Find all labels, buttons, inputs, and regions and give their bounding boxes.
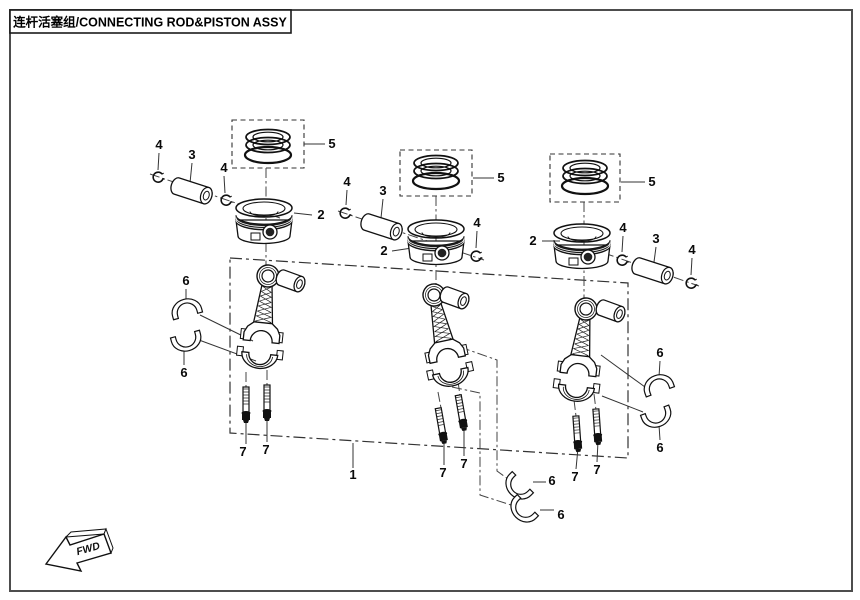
page-title: 连杆活塞组/CONNECTING ROD&PISTON ASSY	[13, 15, 287, 30]
piston-2	[407, 219, 465, 266]
piston-ring-set-1	[243, 128, 293, 165]
piston-ring-set-2	[411, 154, 461, 191]
rod-bolt-4	[453, 393, 470, 433]
rod-bolt-3	[433, 406, 450, 446]
piston-1	[235, 198, 293, 245]
piston-ring-set-3	[560, 159, 610, 196]
rod-bushing-1	[273, 267, 308, 294]
callout-label-4: 4	[220, 160, 228, 175]
callout-label-5: 5	[328, 136, 335, 151]
callout-label-2: 2	[317, 207, 324, 222]
rod-bushing-3	[593, 297, 628, 324]
callout-label-7: 7	[460, 456, 467, 471]
page-border	[9, 9, 853, 592]
rod-bolt-6	[590, 408, 604, 446]
bearing-shell-2	[169, 329, 205, 356]
rod-group-dashed-box	[229, 257, 629, 459]
bearing-shell-4	[639, 404, 676, 432]
callout-label-7: 7	[262, 442, 269, 457]
circlip-5	[616, 254, 630, 266]
title-block: 连杆活塞组/CONNECTING ROD&PISTON ASSY	[9, 9, 292, 34]
callout-label-4: 4	[688, 242, 696, 257]
rod-bushing-2	[437, 284, 472, 311]
callout-label-6: 6	[656, 345, 663, 360]
bearing-shell-1	[168, 294, 204, 321]
callout-label-7: 7	[593, 462, 600, 477]
fwd-arrow: FWD	[44, 527, 114, 572]
callout-label-6: 6	[180, 365, 187, 380]
callout-label-3: 3	[652, 231, 659, 246]
callout-label-5: 5	[497, 170, 504, 185]
callout-label-4: 4	[155, 137, 163, 152]
leader-lines	[157, 143, 693, 511]
piston-pin-1	[168, 175, 215, 207]
callout-label-4: 4	[619, 220, 627, 235]
callout-label-7: 7	[239, 444, 246, 459]
callout-label-4: 4	[473, 215, 481, 230]
rod-bolt-5	[570, 415, 584, 453]
callout-label-5: 5	[648, 174, 655, 189]
ring-set-box-3	[549, 153, 621, 203]
callout-label-6: 6	[557, 507, 564, 522]
circlip-4	[470, 250, 484, 262]
callout-label-7: 7	[571, 469, 578, 484]
rod-bolt-2	[261, 384, 273, 422]
callout-label-3: 3	[379, 183, 386, 198]
callout-label-1: 1	[349, 467, 356, 482]
rod-bolt-1	[240, 386, 252, 424]
callout-label-2: 2	[380, 243, 387, 258]
callout-label-2: 2	[529, 233, 536, 248]
callout-label-6: 6	[182, 273, 189, 288]
piston-3	[553, 223, 611, 270]
bearing-shell-3	[639, 370, 676, 398]
centerlines	[149, 168, 700, 506]
piston-pin-3	[629, 255, 676, 287]
callout-label-3: 3	[188, 147, 195, 162]
callout-label-6: 6	[548, 473, 555, 488]
callout-label-4: 4	[343, 174, 351, 189]
callout-label-6: 6	[656, 440, 663, 455]
callout-label-7: 7	[439, 465, 446, 480]
